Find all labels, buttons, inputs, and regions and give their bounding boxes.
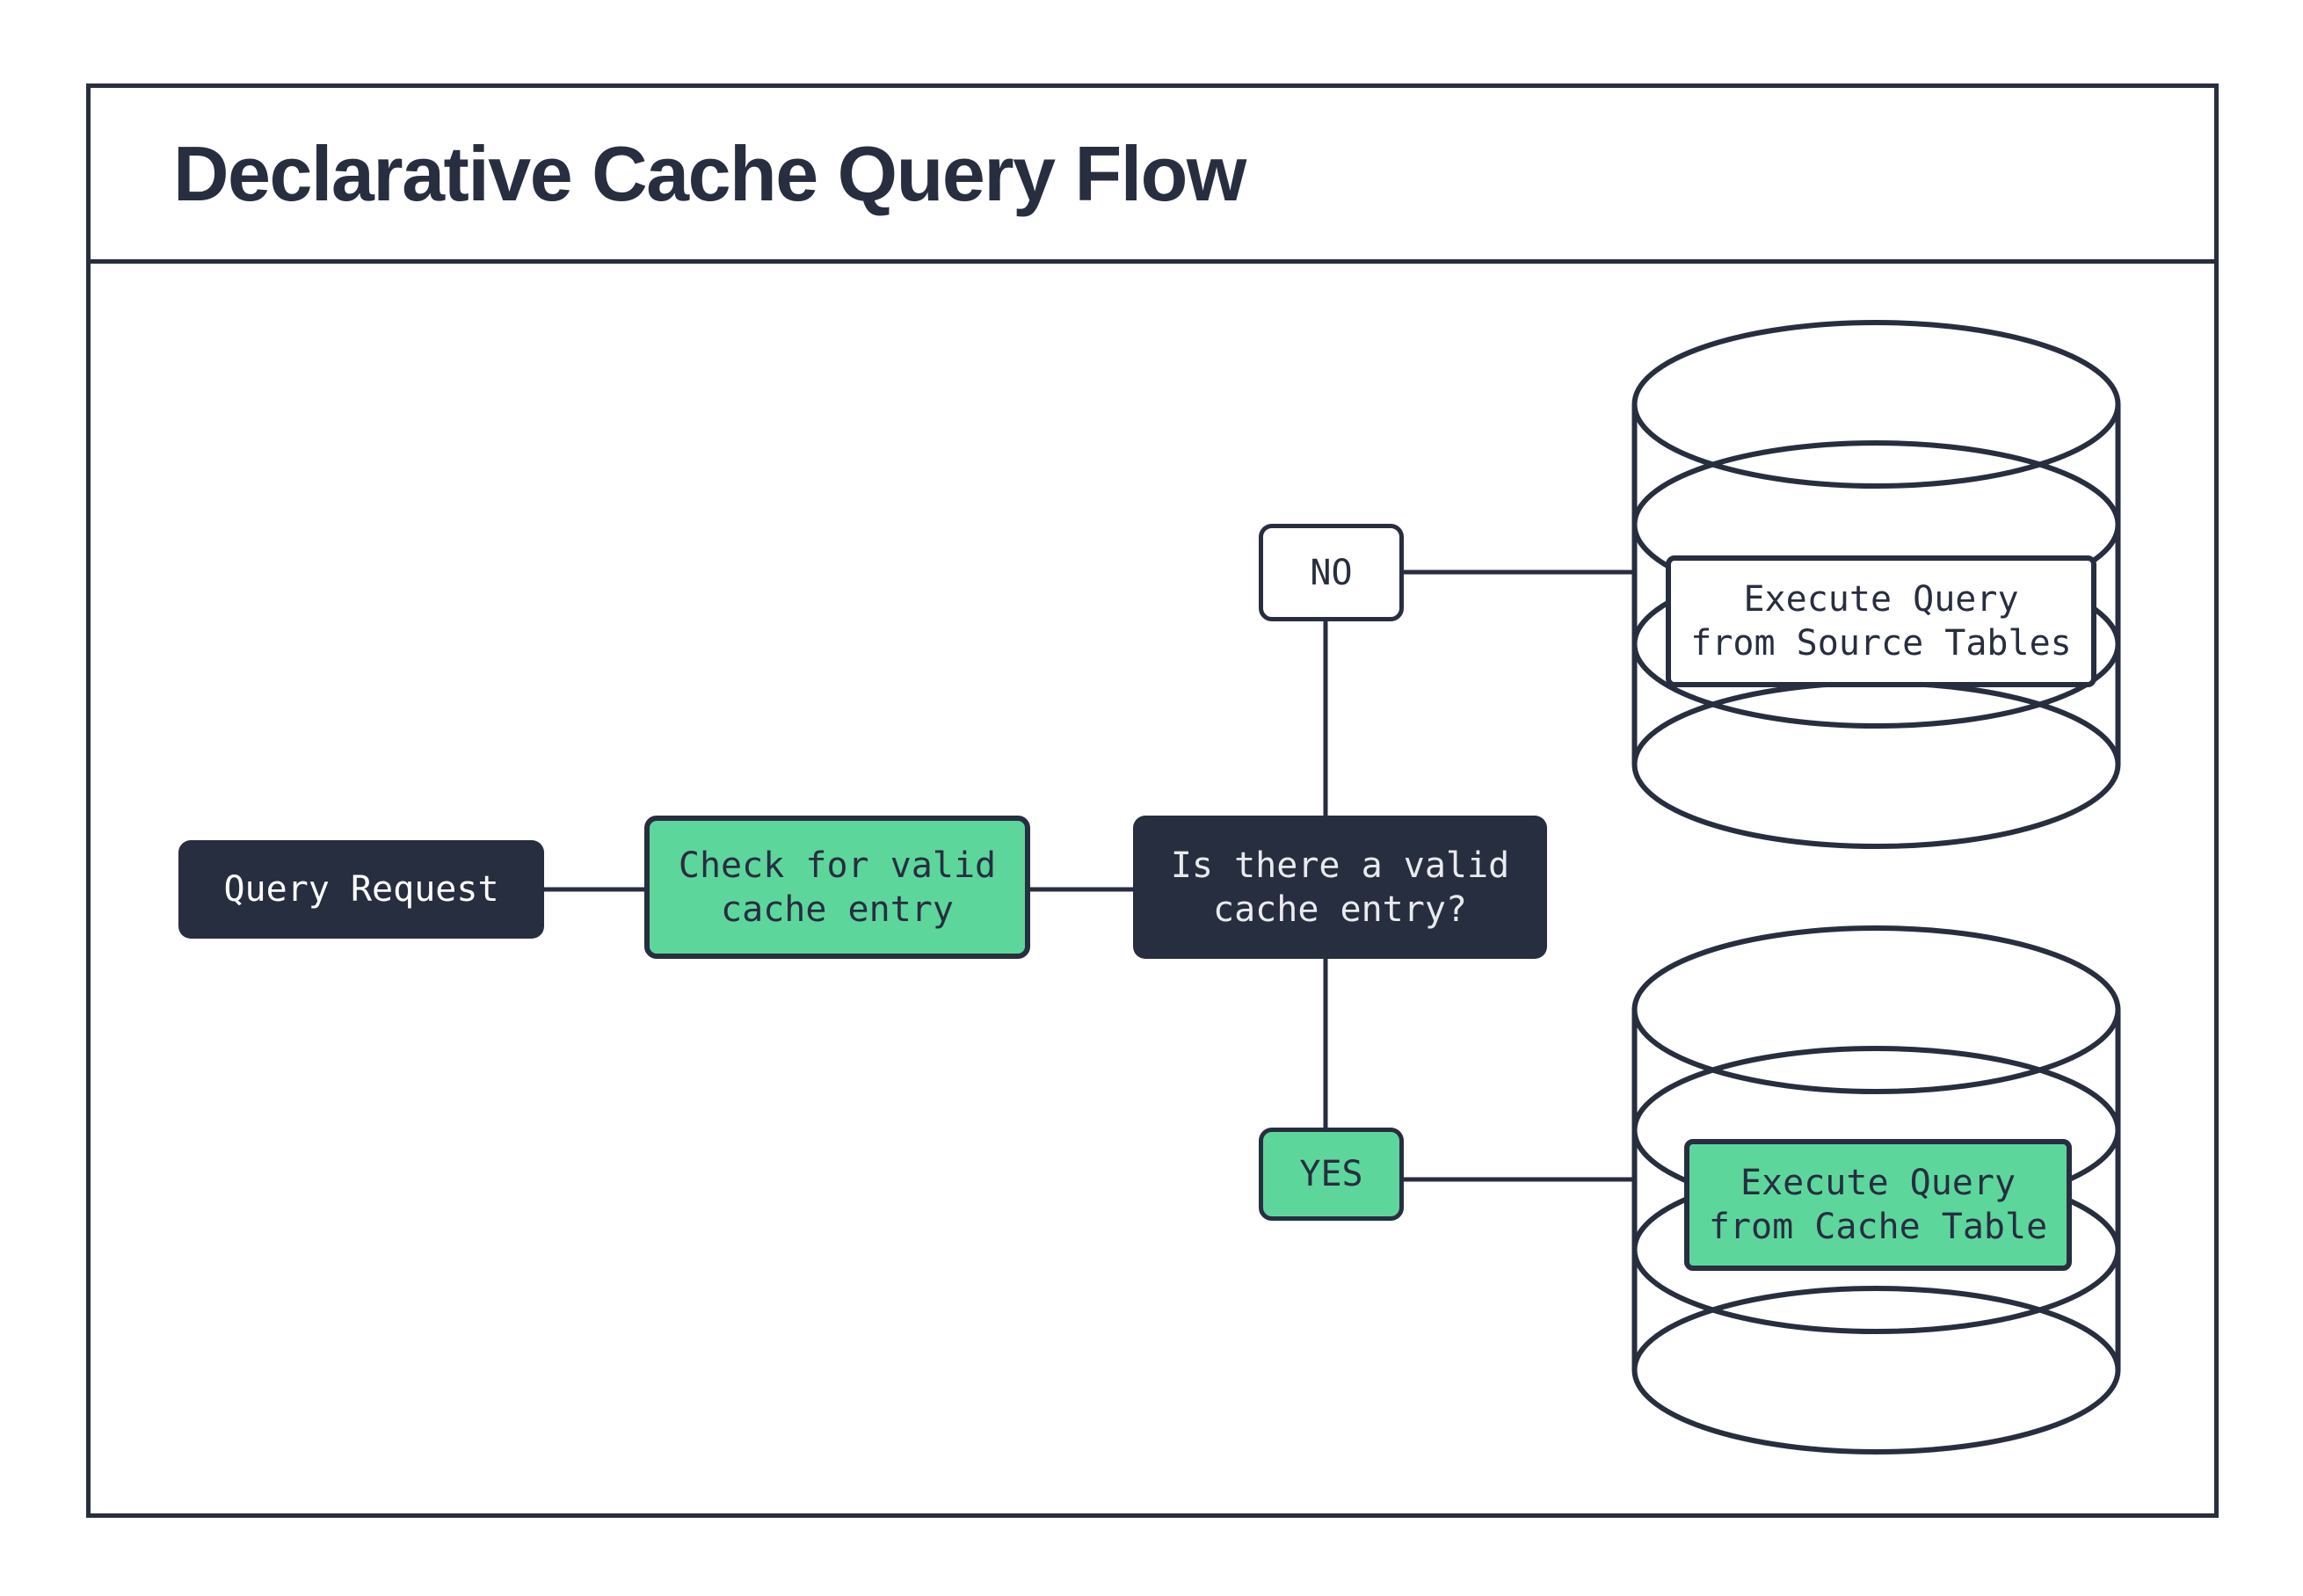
diagram-title: Declarative Cache Query Flow [173,129,1246,217]
edge-label-no: NO [1259,524,1404,621]
edge-label-yes: YES [1259,1128,1404,1221]
title-bar: Declarative Cache Query Flow [91,88,2214,264]
node-check-cache: Check for valid cache entry [644,816,1030,959]
node-decision: Is there a valid cache entry? [1133,816,1547,959]
node-execute-query-source-tables: Execute Query from Source Tables [1666,555,2096,687]
diagram-frame: Declarative Cache Query Flow [86,83,2219,1518]
node-execute-query-cache-table: Execute Query from Cache Table [1684,1139,2072,1271]
node-query-request: Query Request [178,840,544,939]
